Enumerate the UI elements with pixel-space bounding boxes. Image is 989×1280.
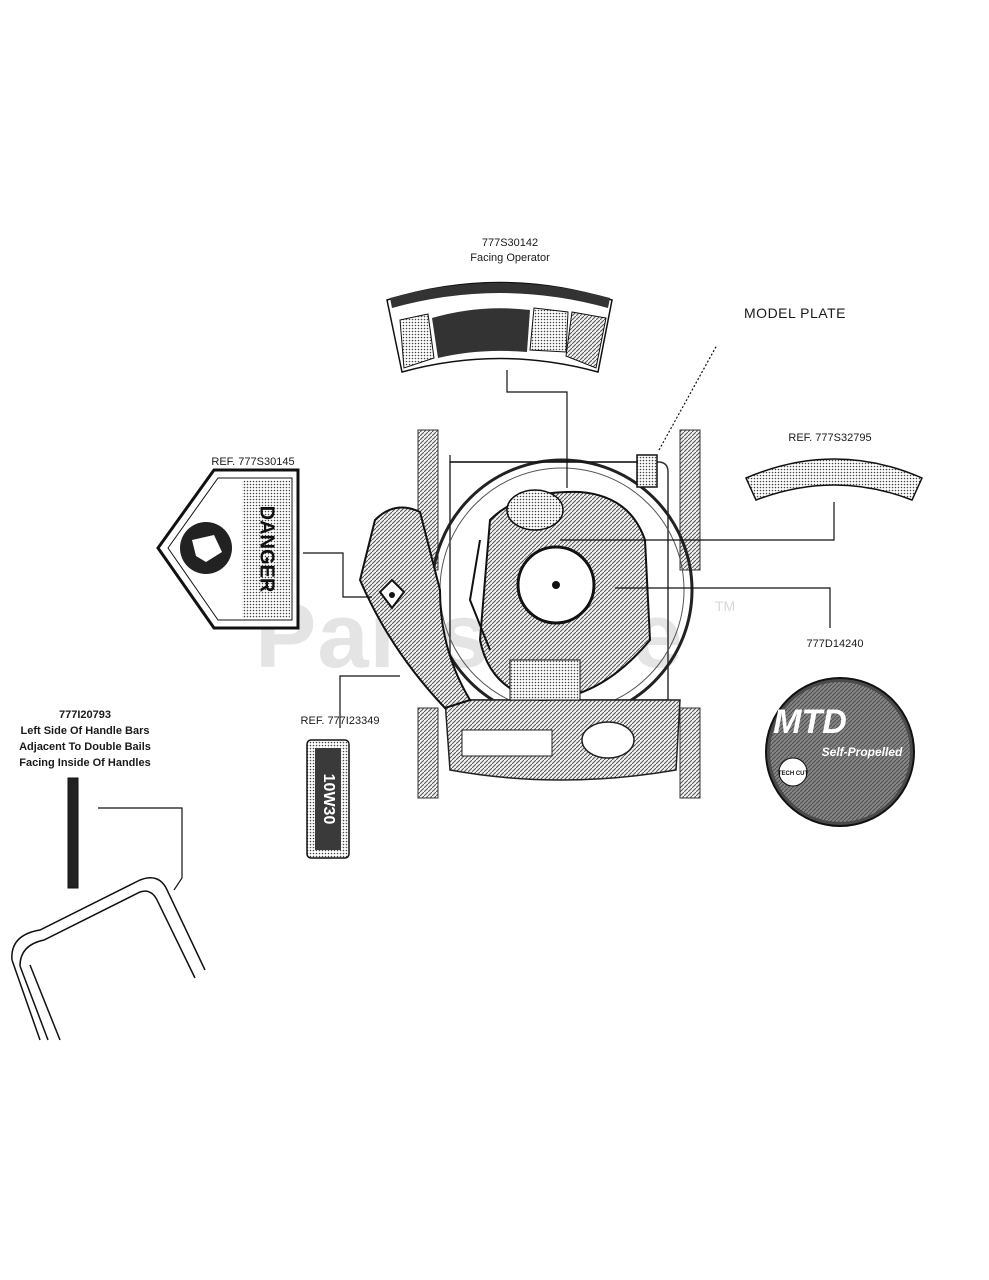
handle-bars [11, 877, 206, 1041]
danger-label-decal [156, 468, 300, 630]
model-plate-label: MODEL PLATE [744, 305, 846, 321]
mtd-deck-decal [765, 677, 915, 827]
rear-label-decal [744, 458, 923, 501]
mtd-subtitle: Self-Propelled [822, 745, 903, 759]
wheels [417, 429, 701, 799]
height-label-ref: REF. 777I23349 [300, 715, 380, 727]
handle-label-part: 777I20793 [59, 709, 111, 721]
mtd-logo: MTD [773, 703, 847, 741]
handle-label-decal [67, 777, 79, 889]
operator-label-note: Facing Operator [470, 252, 550, 264]
operator-label-decal [386, 281, 613, 373]
grass-chute [358, 506, 472, 710]
height-label-text: 10W30 [320, 774, 337, 825]
handle-label-line3: Facing Inside Of Handles [19, 757, 151, 769]
danger-title: DANGER [256, 506, 278, 593]
leader-lines [98, 344, 835, 891]
operator-label-part: 777S30142 [481, 237, 539, 249]
mower-deck [430, 458, 694, 781]
height-label-decal [306, 739, 350, 859]
model-plate [636, 454, 658, 488]
watermark-trademark: TM [715, 598, 736, 614]
rear-left-wheel [417, 707, 439, 799]
handle-label-line2: Adjacent To Double Bails [19, 741, 151, 753]
rear-right-wheel [679, 707, 701, 799]
handle-label-line1: Left Side Of Handle Bars [20, 725, 150, 737]
deck-decal-part: 777D14240 [806, 638, 864, 650]
mtd-badge: TECH CUT [778, 771, 809, 777]
engine [468, 489, 652, 702]
rear-label-ref: REF. 777S32795 [788, 432, 872, 444]
danger-label-ref: REF. 777S30145 [211, 456, 295, 468]
front-right-wheel [679, 429, 701, 571]
